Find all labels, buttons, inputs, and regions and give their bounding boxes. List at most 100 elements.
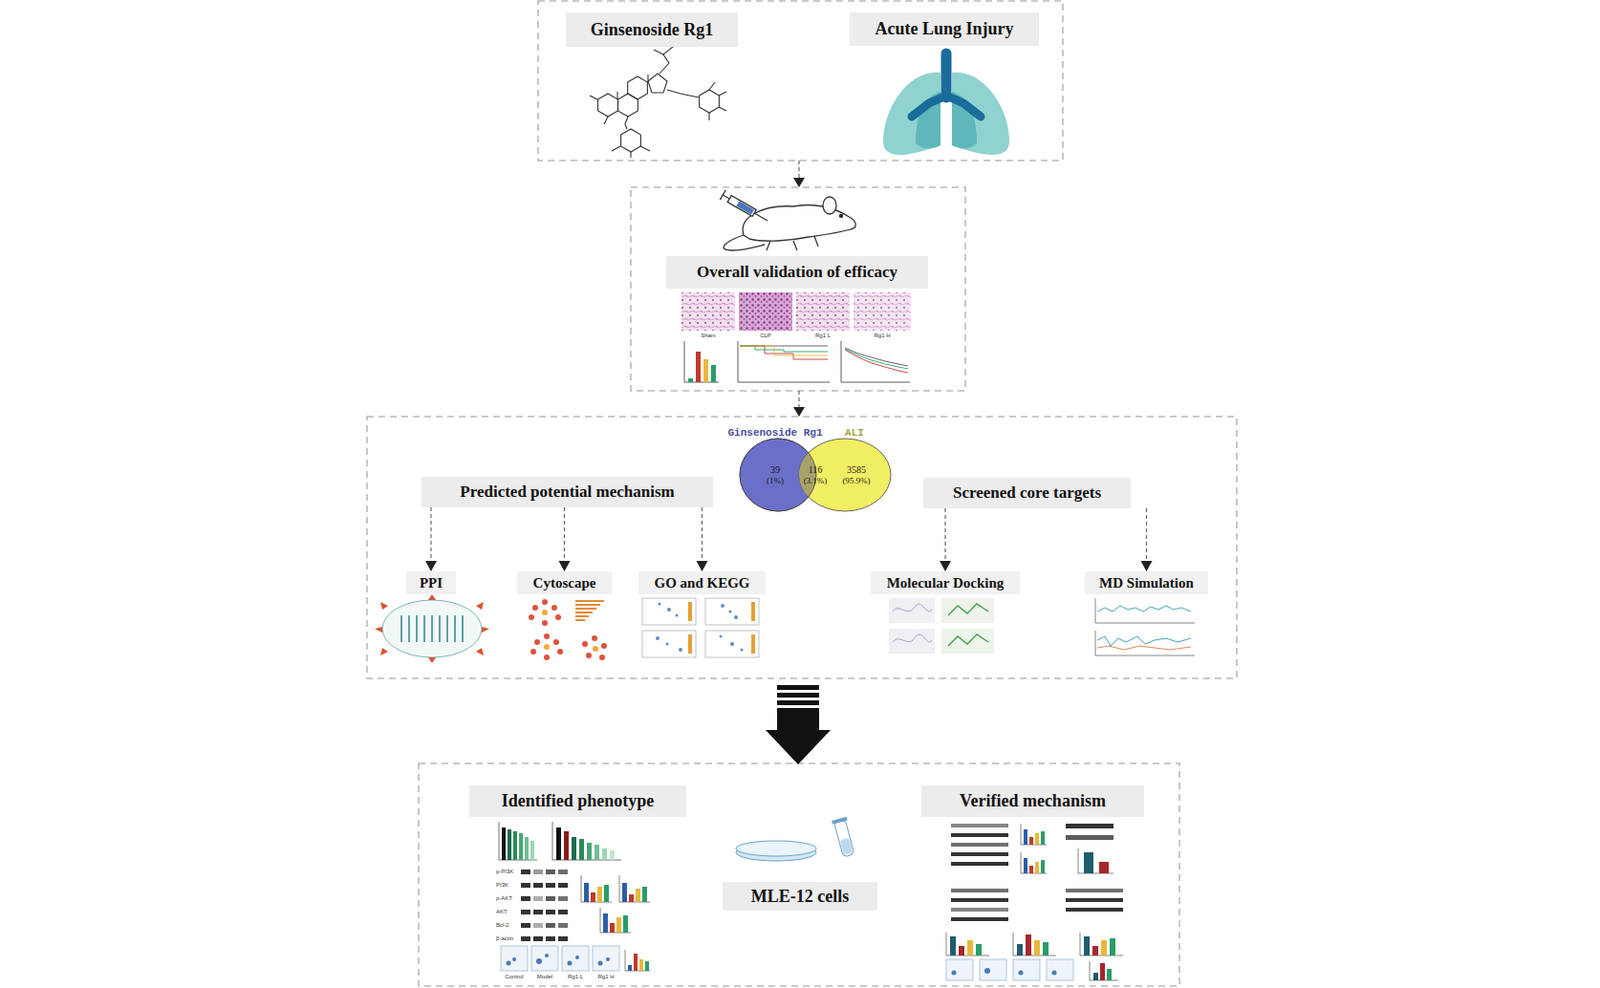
connector-line <box>563 507 565 563</box>
venn-diagram <box>739 438 817 512</box>
mechanism-figures <box>1052 971 1058 976</box>
enrichment-plots <box>658 603 662 606</box>
phenotype-figures <box>500 946 528 972</box>
molecule-structure <box>616 91 618 100</box>
cell-dish-icon <box>735 841 817 857</box>
phenotype-figures <box>545 923 556 929</box>
group-label: Rg1 H <box>873 332 890 339</box>
connector-line <box>1145 508 1147 563</box>
node-text: Molecular Docking <box>886 575 1005 592</box>
efficacy-charts <box>711 365 716 383</box>
cytoscape-network <box>541 599 548 606</box>
efficacy-charts <box>695 351 701 383</box>
node-text: Predicted potential mechanism <box>459 482 674 502</box>
phenotype-figures <box>642 886 648 903</box>
phenotype-figures <box>533 936 543 942</box>
docking-images <box>948 634 989 647</box>
phenotype-figures <box>507 829 512 861</box>
ppi-network <box>401 615 463 643</box>
molecule-structure <box>629 151 631 158</box>
dashed-panel <box>418 763 1180 987</box>
mechanism-figures <box>975 944 982 956</box>
mechanism-figures <box>1040 860 1045 874</box>
venn-diagram <box>739 438 891 512</box>
blot-label: PI3K <box>496 882 509 888</box>
label-box: GO and KEGG <box>638 571 766 595</box>
md-plots <box>1095 598 1195 656</box>
lungs-icon <box>911 95 981 117</box>
phenotype-figures <box>571 837 577 861</box>
mechanism-figures <box>1083 936 1090 956</box>
phenotype-figures <box>513 831 518 861</box>
phenotype-figures <box>520 883 531 888</box>
phenotype-figures <box>501 827 506 861</box>
efficacy-charts <box>739 345 828 356</box>
venn-count: 116 <box>808 465 823 476</box>
ppi-network <box>431 615 433 643</box>
mechanism-figures <box>951 917 1009 922</box>
connector-line <box>430 507 432 563</box>
cytoscape-network <box>530 648 537 655</box>
phenotype-figures <box>545 896 556 902</box>
big-arrow <box>777 685 820 691</box>
enrichment-plots <box>729 610 733 614</box>
mechanism-figures <box>1106 969 1112 981</box>
phenotype-figures <box>506 961 512 967</box>
molecule-structure <box>611 146 621 152</box>
phenotype-figures <box>520 909 531 915</box>
phenotype-figures <box>500 946 620 972</box>
enrichment-plots <box>705 598 759 626</box>
mouse-illustration <box>735 200 755 215</box>
dashed-panel <box>630 187 966 391</box>
mechanism-figures <box>1023 858 1028 874</box>
cytoscape-network <box>592 646 599 652</box>
ppi-network <box>408 615 411 643</box>
cytoscape-network <box>582 641 588 648</box>
cytoscape-network <box>555 614 562 621</box>
mechanism-figures <box>946 823 1124 981</box>
cytoscape-network <box>575 604 601 606</box>
big-arrow <box>777 700 820 706</box>
molecule-structure <box>618 93 639 117</box>
group-label: Sham <box>700 332 716 339</box>
phenotype-figures <box>558 909 568 915</box>
label-box: Screened core targets <box>923 477 1131 509</box>
docking-images <box>941 628 995 654</box>
phenotype-figures <box>623 915 628 933</box>
histology-image <box>681 292 911 331</box>
enrichment-plots <box>720 604 725 608</box>
label-box: Cytoscape <box>517 571 612 595</box>
mouse-illustration <box>822 196 837 215</box>
ppi-network <box>461 615 464 643</box>
docking-images <box>892 604 932 643</box>
label-box: Predicted potential mechanism <box>421 476 714 508</box>
phenotype-figures <box>586 843 592 861</box>
mechanism-figures <box>967 940 973 956</box>
phenotype-figures <box>633 953 638 972</box>
cytoscape-network <box>528 599 607 661</box>
dashed-panel <box>367 416 1237 679</box>
phenotype-figures <box>520 923 531 929</box>
phenotype-figures <box>558 883 568 888</box>
connector-line <box>944 508 946 563</box>
panel-arrow <box>793 160 805 417</box>
phenotype-figures <box>512 957 517 962</box>
arrow-head <box>1141 561 1153 572</box>
phenotype-figures <box>567 961 573 967</box>
phenotype-figures <box>605 957 610 962</box>
phenotype-figures <box>597 886 603 903</box>
cytoscape-network <box>528 614 535 621</box>
efficacy-charts <box>688 378 693 383</box>
venn-percent: (3.1%) <box>803 476 828 486</box>
molecule-structure <box>647 74 649 83</box>
label-box: Identified phenotype <box>469 785 687 818</box>
molecule-structure <box>627 76 649 100</box>
enrichment-plots <box>655 636 660 641</box>
lungs-icon <box>883 53 1010 155</box>
efficacy-charts <box>684 341 910 383</box>
md-plots <box>1095 630 1195 656</box>
mechanism-figures <box>946 932 990 956</box>
group-label: Rg1 H <box>597 973 614 980</box>
cytoscape-network <box>553 639 560 646</box>
phenotype-figures <box>562 946 589 972</box>
